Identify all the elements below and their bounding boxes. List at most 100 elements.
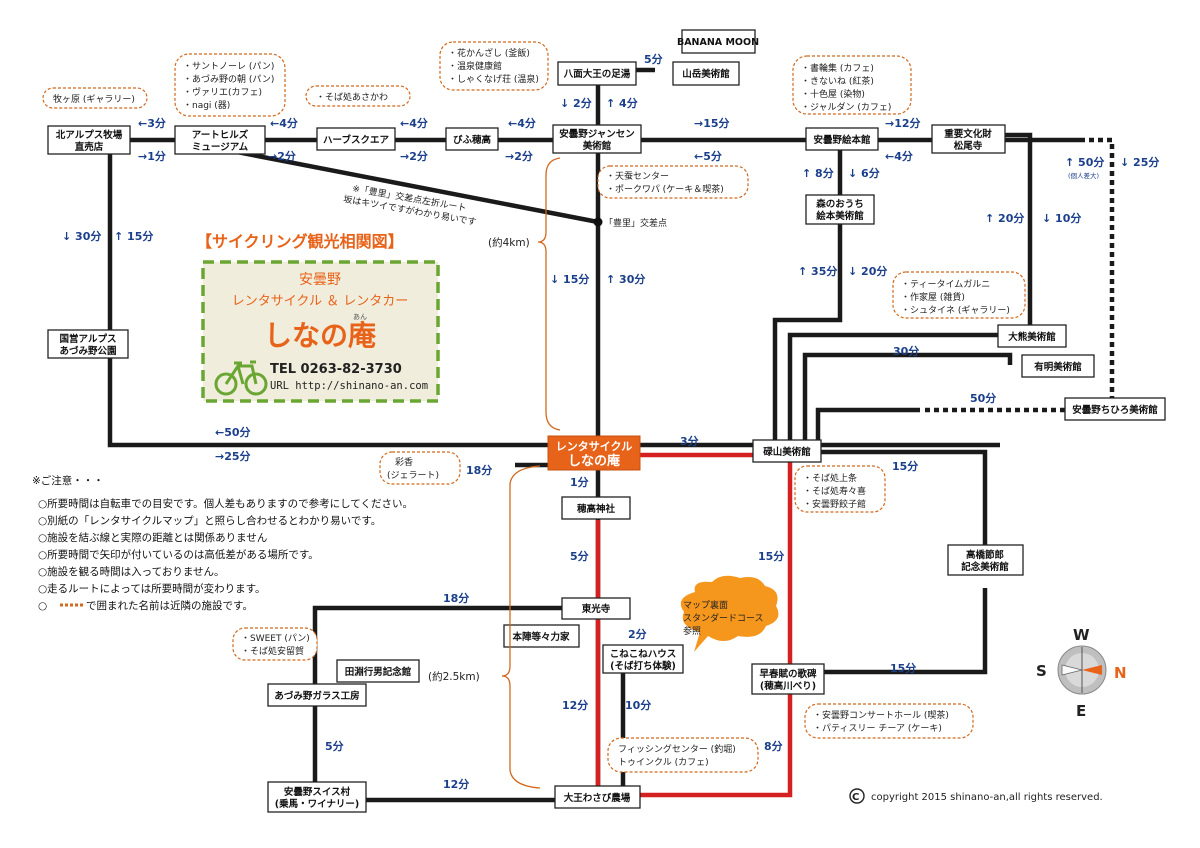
node-soushun: 早春賦の歌碑(穂高川べり) [751, 663, 825, 695]
svg-text:↓ 20分: ↓ 20分 [848, 264, 887, 278]
svg-text:W: W [1073, 626, 1090, 644]
svg-text:・nagi (器): ・nagi (器) [183, 100, 230, 111]
node-toko: 東光寺 [561, 597, 631, 620]
svg-text:(ジェラート): (ジェラート) [387, 470, 439, 481]
node-hotaka-jinja: 穂高神社 [561, 496, 631, 520]
svg-text:10分: 10分 [625, 698, 651, 712]
svg-text:→12分: →12分 [885, 116, 921, 130]
svg-text:50分: 50分 [970, 391, 996, 405]
svg-text:○所要時間は自転車での目安です。個人差もありますので参考にし: ○所要時間は自転車での目安です。個人差もありますので参考にしてください。 [38, 497, 413, 510]
svg-text:八面大王の足湯: 八面大王の足湯 [563, 68, 631, 80]
svg-text:←5分: ←5分 [694, 149, 722, 163]
nearby-10: ・SWEET (パン)・そば処安留賀 [232, 627, 318, 661]
node-swiss: 安曇野スイス村(乗馬・ワイナリー) [267, 781, 367, 813]
svg-text:18分: 18分 [466, 463, 492, 477]
svg-text:3分: 3分 [680, 434, 699, 448]
node-ariake: 有明美術館 [1021, 354, 1095, 378]
svg-text:・きないね (紅茶): ・きないね (紅茶) [801, 75, 874, 87]
shop-service: レンタサイクル ＆ レンタカー [232, 294, 409, 309]
svg-text:←4分: ←4分 [885, 149, 913, 163]
svg-text:→2分: →2分 [400, 149, 428, 163]
svg-text:あづみ野ガラス工房: あづみ野ガラス工房 [274, 690, 359, 702]
svg-text:・パティスリー チーア (ケーキ): ・パティスリー チーア (ケーキ) [813, 723, 942, 734]
svg-text:牧ヶ原 (ギャラリー): 牧ヶ原 (ギャラリー) [53, 93, 135, 105]
svg-text:○走るルートによっては所要時間が変わります。: ○走るルートによっては所要時間が変わります。 [38, 582, 266, 595]
svg-text:・そば処あさかわ: ・そば処あさかわ [316, 91, 388, 103]
course-callout: マップ裏面 スタンダードコース 参照 [680, 575, 779, 652]
svg-text:参照: 参照 [683, 625, 701, 637]
svg-text:田淵行男記念館: 田淵行男記念館 [345, 666, 412, 678]
node-chihiro: 安曇野ちひろ美術館 [1064, 397, 1166, 421]
node-banana-moon: BANANA MOON [677, 29, 759, 54]
svg-text:12分: 12分 [562, 698, 588, 712]
banner-title: 【サイクリング観光相関図】 [196, 232, 404, 251]
svg-text:・花かんざし (釜飯): ・花かんざし (釜飯) [448, 47, 530, 59]
svg-text:8分: 8分 [764, 739, 783, 753]
svg-text:・安曇野コンサートホール (喫茶): ・安曇野コンサートホール (喫茶) [813, 709, 949, 721]
node-okuma: 大熊美術館 [997, 324, 1067, 348]
node-honjin: 本陣等々力家 [503, 624, 580, 648]
svg-text:あづみ野公園: あづみ野公園 [59, 345, 116, 357]
nearby-11: ・安曇野コンサートホール (喫茶) ・パティスリー チーア (ケーキ) [804, 703, 974, 739]
svg-text:・そば処安留賀: ・そば処安留賀 [241, 645, 304, 657]
svg-text:○別紙の「レンタサイクルマップ」と照らし合わせるとわかり易い: ○別紙の「レンタサイクルマップ」と照らし合わせるとわかり易いです。 [38, 514, 381, 527]
svg-text:トゥインクル (カフェ): トゥインクル (カフェ) [618, 757, 709, 768]
svg-text:びふ穂高: びふ穂高 [453, 134, 492, 146]
svg-text:(そば打ち体験): (そば打ち体験) [610, 660, 676, 672]
svg-text:←4分: ←4分 [508, 116, 536, 130]
svg-text:森のおうち: 森のおうち [816, 198, 864, 210]
svg-text:5分: 5分 [644, 52, 663, 66]
svg-text:・そば処上条: ・そば処上条 [803, 472, 857, 484]
svg-text:→1分: →1分 [138, 149, 166, 163]
node-biwa: びふ穂高 [445, 127, 499, 151]
svg-text:北アルプス牧場: 北アルプス牧場 [56, 129, 123, 141]
svg-text:↑ 15分: ↑ 15分 [114, 229, 153, 243]
node-yaomote: 八面大王の足湯 [557, 61, 637, 86]
svg-text:18分: 18分 [443, 591, 469, 605]
shop-card: 【サイクリング観光相関図】 安曇野 レンタサイクル ＆ レンタカー あん しなの… [196, 232, 440, 403]
svg-text:・天蚕センター: ・天蚕センター [606, 171, 669, 182]
svg-text:しなの庵: しなの庵 [568, 453, 621, 469]
svg-text:→2分: →2分 [268, 149, 296, 163]
svg-text:大熊美術館: 大熊美術館 [1008, 331, 1056, 343]
svg-text:・ジャルダン (カフェ): ・ジャルダン (カフェ) [801, 101, 891, 113]
svg-text:レンタサイクル: レンタサイクル [556, 440, 632, 453]
svg-text:山岳美術館: 山岳美術館 [682, 68, 730, 80]
svg-text:↑ 50分: ↑ 50分 [1065, 155, 1104, 169]
dashed-routes [925, 137, 1115, 413]
svg-text:○施設を結ぶ線と実際の距離とは関係ありません: ○施設を結ぶ線と実際の距離とは関係ありません [38, 531, 267, 544]
svg-text:高橋節郎: 高橋節郎 [966, 549, 1005, 561]
svg-text:国営アルプス: 国営アルプス [60, 333, 117, 345]
svg-text:碌山美術館: 碌山美術館 [763, 446, 811, 458]
notes-title: ※ご注意・・・ [32, 474, 104, 487]
node-glass: あづみ野ガラス工房 [267, 683, 367, 707]
svg-text:30分: 30分 [893, 344, 919, 358]
svg-text:↑ 4分: ↑ 4分 [606, 96, 638, 110]
brace-2-5km [501, 465, 541, 789]
svg-text:15分: 15分 [890, 661, 916, 675]
svg-text:本陣等々力家: 本陣等々力家 [512, 631, 570, 643]
time-labels: ←3分 →1分 ←4分 →2分 ←4分 →2分 ←4分 →2分 →15分 ←5分… [62, 52, 1159, 791]
svg-text:・ポークワパ (ケーキ＆喫茶): ・ポークワパ (ケーキ＆喫茶) [606, 183, 724, 195]
svg-text:穂高神社: 穂高神社 [577, 503, 616, 515]
node-ehon: 安曇野絵本館 [805, 127, 879, 151]
node-sangaku: 山岳美術館 [672, 61, 740, 86]
svg-text:絵本美術館: 絵本美術館 [816, 210, 864, 222]
svg-text:彩香: 彩香 [395, 457, 413, 468]
svg-text:5分: 5分 [570, 549, 589, 563]
shop-area: 安曇野 [299, 272, 341, 288]
svg-text:有明美術館: 有明美術館 [1034, 361, 1082, 373]
shop-name: しなの庵 [264, 319, 376, 352]
svg-text:・シュタイネ (ギャラリー): ・シュタイネ (ギャラリー) [901, 305, 1010, 316]
route-note: ※「豊里」交差点左折ルート 坂はキツイですがわかり易いです [342, 182, 477, 228]
node-herb: ハーブスクエア [316, 127, 396, 151]
svg-text:↓ 6分: ↓ 6分 [848, 166, 880, 180]
svg-text:・そば処寿々喜: ・そば処寿々喜 [803, 485, 866, 497]
svg-text:BANANA MOON: BANANA MOON [677, 37, 759, 48]
svg-text:↓ 15分: ↓ 15分 [550, 272, 589, 286]
